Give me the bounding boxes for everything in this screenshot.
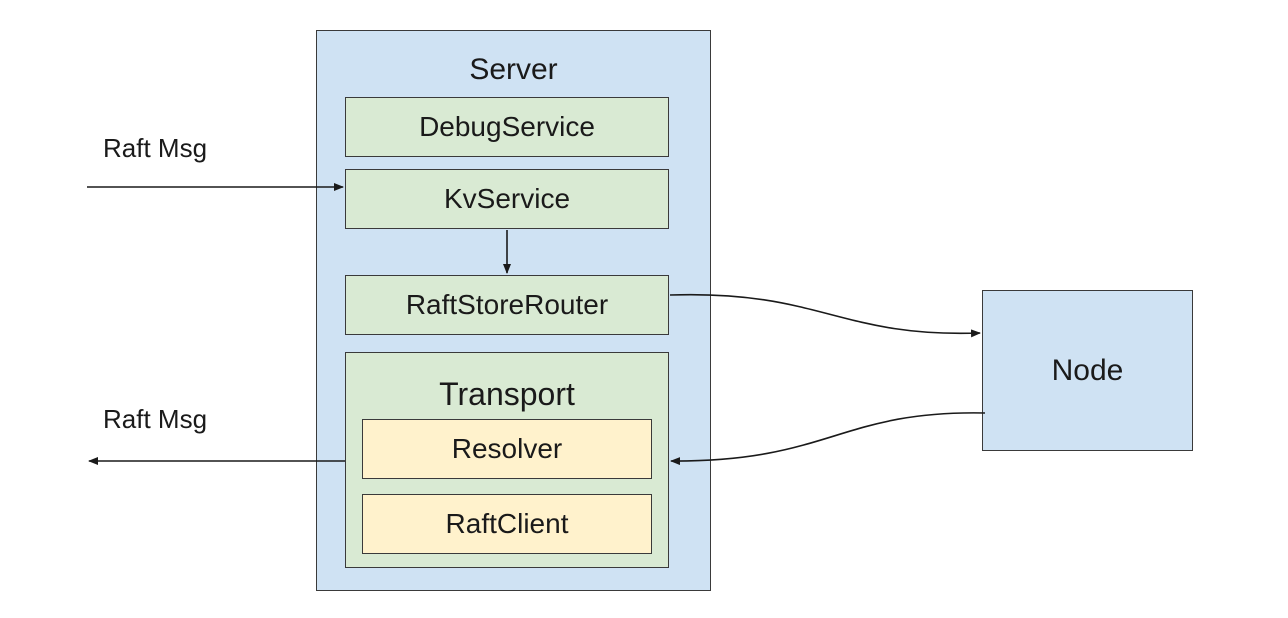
- outgoing-msg-label: Raft Msg: [103, 404, 208, 434]
- transport-title: Transport: [439, 376, 575, 412]
- raft-client-box: RaftClient: [362, 494, 652, 554]
- router-to-node-arrow: [669, 293, 981, 338]
- kv-service-box: KvService: [345, 169, 669, 229]
- node-to-transport-arrow: [670, 412, 986, 466]
- server-title: Server: [469, 53, 558, 86]
- raft-store-router-box: RaftStoreRouter: [345, 275, 669, 335]
- debug-service-box: DebugService: [345, 97, 669, 157]
- node-box: Node: [982, 290, 1193, 451]
- resolver-box: Resolver: [362, 419, 652, 479]
- incoming-msg-label: Raft Msg: [103, 133, 208, 163]
